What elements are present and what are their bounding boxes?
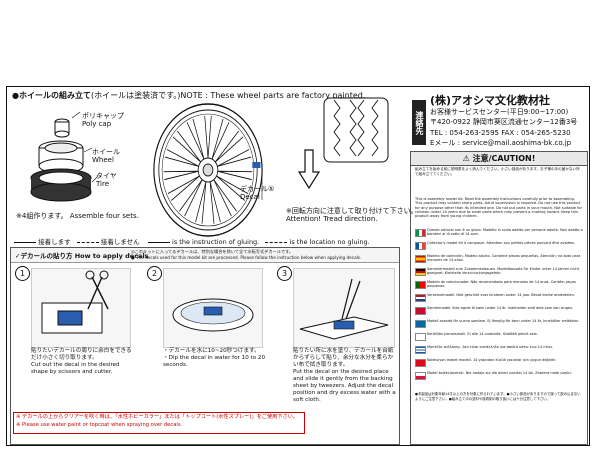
flag-es-icon: [415, 255, 426, 263]
polycap-label: ポリキャップ Poly cap: [82, 112, 124, 128]
decal-label: デカール⑤ Decal: [240, 185, 275, 201]
tire-label: タイヤ Tire: [96, 172, 117, 188]
tire-part: [30, 168, 92, 202]
step-1-number: 1: [15, 266, 30, 281]
decal-howto-title: ✓デカールの貼り方 How to apply decals: [15, 252, 149, 260]
glue-line-icon: [14, 241, 36, 243]
decal-howto-box: ✓デカールの貼り方 How to apply decals ◎このキットに入って…: [10, 247, 400, 445]
caution-lang-it: Questo articolo non è un gioco. Modello …: [415, 228, 585, 238]
exploded-wheel-drawing: [30, 111, 99, 202]
warning-triangle-icon: ⚠: [462, 154, 470, 163]
flag-se-icon: [415, 320, 426, 328]
glue-legend: 接着します 接着しません is the instruction of gluin…: [14, 236, 370, 246]
caution-box: ⚠ 注意/CAUTION! 組み立てを始める前に説明書をよく読んでください。小さ…: [410, 151, 588, 445]
caution-en-text: This is assembly model kit. Read the ass…: [415, 197, 583, 219]
flag-gr-icon: [415, 346, 426, 354]
contact-side-label: 連絡先: [412, 100, 426, 145]
flag-nl-icon: [415, 294, 426, 302]
caution-jp-text: 組み立てを始める前に説明書をよく読んでください。小さい部品があります。お子様の手…: [415, 167, 580, 176]
caution-lang-se: Modell avsedd för vuxna samlare. Ej lämp…: [415, 319, 585, 329]
contact-info: (株)アオシマ文化教材社 お客様サービスセンター(平日9:00~17:00) 〒…: [430, 94, 578, 149]
company-name: (株)アオシマ文化教材社: [430, 94, 551, 107]
step-1-text: 貼りたいデカールの周りに余白をできるだけ小さく切り取ります。 Cut out t…: [31, 348, 132, 375]
decal-spray-warning: ※ デカールの上からクリアーを吹く時は、「水性ホビーカラー」または「トップコート…: [13, 412, 305, 434]
flag-pt-icon: [415, 281, 426, 289]
decal-howto-note: ◎このキットに入ってるデカールは、特別な場合を除いて全て水転写式デカールです。 …: [131, 249, 362, 260]
caution-lang-nl: Verzamelmodel. Niet geschikt voor kinder…: [415, 293, 585, 303]
service-center: お客様サービスセンター(平日9:00~17:00): [430, 107, 569, 116]
step-2-text: ・デカールを水に10~20秒つけます。 ・Dip the decal in wa…: [163, 348, 266, 368]
tread-direction-arrow-icon: [298, 149, 320, 190]
caution-footer-text: ●本製品は対象年齢14才以上の方を対象に作られています。●小さい部品がありますの…: [415, 392, 581, 401]
wheel-part: [38, 140, 84, 174]
instruction-frame: [6, 86, 590, 446]
wheel-label: ホイール Wheel: [92, 148, 120, 164]
step-3-illustration: [293, 268, 395, 348]
flag-pl-icon: [415, 372, 426, 380]
decal-howto-header: ✓デカールの貼り方 How to apply decals ◎このキットに入って…: [11, 248, 399, 263]
caution-lang-pt: Modelo de colecionador. Não recomendado …: [415, 280, 585, 290]
step-3-text: 貼りたい所に水を塗り、デカールを台紙からずらして貼り、余分な水分を柔らかい布で拭…: [293, 348, 396, 403]
step-2-illustration: [163, 268, 263, 348]
step-3-number: 3: [277, 266, 292, 281]
email: Eメール : service@mail.aoshima-bk.co.jp: [430, 139, 572, 147]
step-1-illustration: [31, 268, 131, 348]
tread-direction-note: ※回転方向に注意して取り付けて下さい。 Attention! Tread dir…: [286, 207, 418, 223]
noglue-line-icon: [76, 241, 99, 243]
noglue-line-icon-en: [265, 241, 288, 243]
caution-lang-pl: Model kolekcjonerski. Nie nadaje się dla…: [415, 371, 585, 381]
flag-it-icon: [415, 229, 426, 237]
assemble-four-note: ※4組作ります。 Assemble four sets.: [16, 212, 139, 220]
flag-fr-icon: [415, 242, 426, 250]
caution-lang-dk: Samlermodel. Ikke egnet til børn under 1…: [415, 306, 585, 316]
caution-lang-tr: Koleksiyon maket modeli. 14 yaşından küç…: [415, 358, 585, 368]
flag-tr-icon: [415, 359, 426, 367]
flag-dk-icon: [415, 307, 426, 315]
scissors-cutting-icon: [41, 270, 109, 334]
tire-tread-drawing: [323, 97, 389, 163]
address: 〒420-0922 静岡市葵区流通センター12番3号: [430, 118, 578, 126]
assembly-title: ●ホイールの組み立て(ホイールは塗装済です。)NOTE : These whee…: [12, 91, 366, 100]
caution-lang-fr: Collector's model kit à composer. Attent…: [415, 241, 585, 251]
water-dish-icon: [172, 298, 254, 332]
caution-title: ⚠ 注意/CAUTION!: [411, 152, 587, 166]
caution-lang-es: Modelo de colección. Modelo adulto. Cont…: [415, 254, 585, 264]
decal-marker: [252, 162, 261, 168]
glue-line-icon-en: [147, 241, 170, 243]
caution-lang-fi: Keräilijän pienoismalli. Ei alle 14-vuot…: [415, 332, 585, 342]
flag-fi-icon: [415, 333, 426, 341]
polycap-part: [54, 118, 70, 138]
flag-de-icon: [415, 268, 426, 276]
caution-lang-de: Sammlermodell zum Zusammenbauen. Modellb…: [415, 267, 585, 277]
step-2-number: 2: [147, 266, 162, 281]
phone-fax: TEL : 054-263-2595 FAX : 054-265-5230: [430, 128, 571, 137]
caution-lang-gr: Μοντέλο συλλογής. Δεν είναι κατάλληλο γι…: [415, 345, 585, 355]
tweezers-slide-icon: [299, 278, 389, 340]
assembled-wheel-drawing: [153, 103, 263, 237]
